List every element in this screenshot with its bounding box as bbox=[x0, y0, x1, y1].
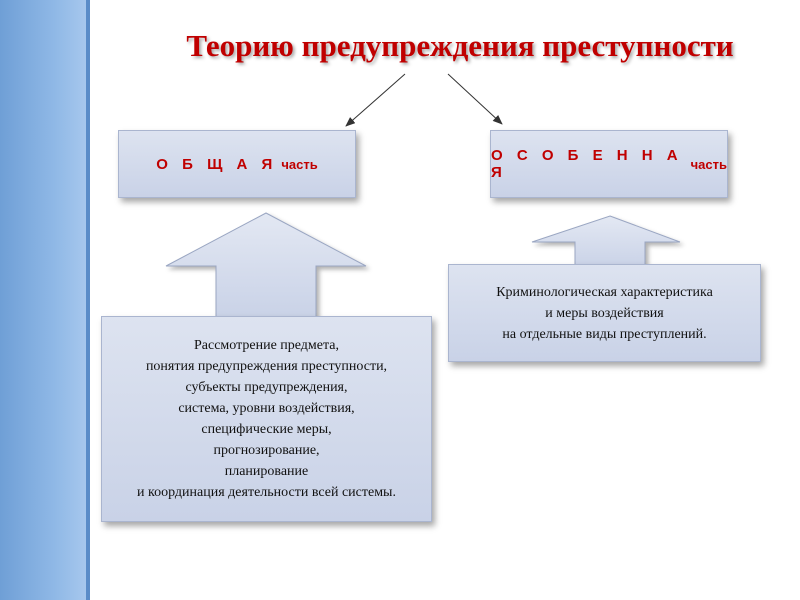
special-part-word: часть bbox=[690, 156, 727, 172]
arrow-to-special bbox=[447, 73, 503, 125]
special-part-label: О С О Б Е Н Н А Я bbox=[491, 147, 683, 181]
general-detail-line: система, уровни воздействия, bbox=[178, 401, 355, 416]
general-detail-line: специфические меры, bbox=[201, 422, 332, 437]
diagram-title: Теорию предупреждения преступности bbox=[186, 28, 734, 63]
general-detail-line: и координация деятельности всей системы. bbox=[137, 485, 396, 500]
special-detail-line: Криминологическая характеристика bbox=[496, 284, 713, 300]
arrow-to-general bbox=[345, 73, 406, 127]
special-details-box: Криминологическая характеристика и меры … bbox=[448, 264, 761, 362]
general-part-word: часть bbox=[281, 156, 318, 172]
general-detail-line: прогнозирование, bbox=[213, 443, 320, 458]
general-detail-line: планирование bbox=[224, 464, 309, 479]
general-part-box: О Б Щ А Я часть bbox=[118, 130, 356, 198]
special-part-box: О С О Б Е Н Н А Я часть bbox=[490, 130, 728, 198]
general-details-box: Рассмотрение предмета, понятия предупреж… bbox=[101, 316, 432, 522]
general-detail-line: Рассмотрение предмета, bbox=[193, 338, 340, 353]
big-up-arrow-general bbox=[165, 212, 367, 319]
big-up-arrow-special bbox=[531, 215, 681, 269]
general-part-label: О Б Щ А Я bbox=[156, 155, 278, 173]
special-detail-line: и меры воздействия bbox=[545, 305, 664, 321]
general-detail-line: понятия предупреждения преступности, bbox=[145, 359, 388, 374]
general-detail-line: субъекты предупреждения, bbox=[185, 380, 348, 395]
special-detail-line: на отдельные виды преступлений. bbox=[502, 326, 707, 342]
side-band bbox=[0, 0, 90, 600]
